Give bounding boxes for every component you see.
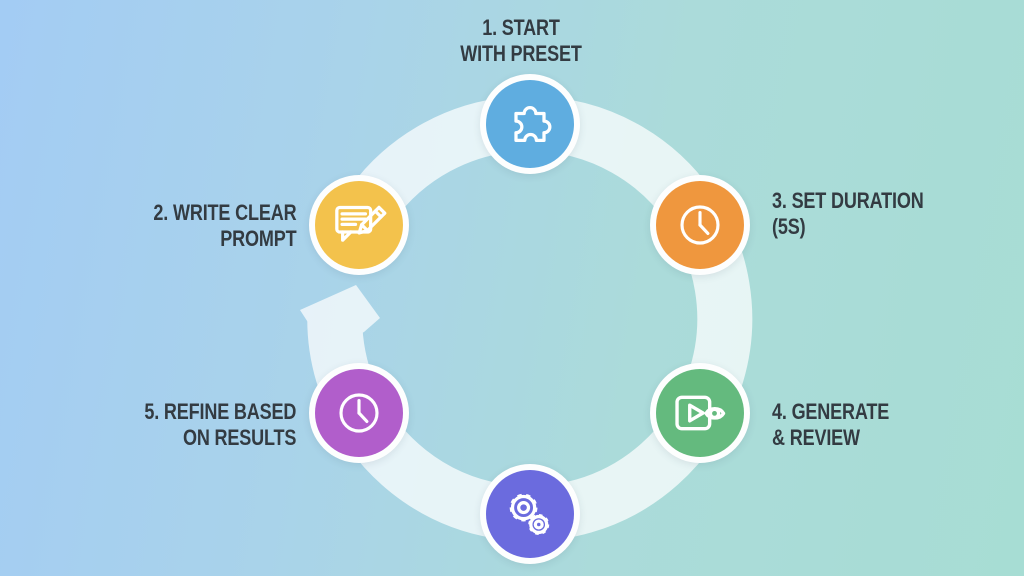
pencil-glyph [357, 205, 387, 235]
puzzle-icon [514, 106, 552, 142]
step5-label: 5. REFINE BASED ON RESULTS [144, 399, 296, 450]
ring-arc [307, 96, 753, 542]
play-eye-icon [675, 395, 726, 431]
gears-icon [509, 493, 550, 535]
step4-label-line1: 4. GENERATE [772, 399, 890, 424]
step2-node [309, 175, 409, 275]
step2-label: 2. WRITE CLEAR PROMPT [153, 200, 296, 251]
step1-disc [486, 80, 574, 168]
step3-node [650, 175, 750, 275]
step6-disc [486, 470, 574, 558]
step5-disc [315, 369, 403, 457]
step2-label-line1: 2. WRITE CLEAR [152, 200, 296, 225]
step3-label-line2: (5s) [772, 213, 806, 239]
step5-node [309, 363, 409, 463]
step1-label: 1. START WITH PRESET [398, 15, 644, 66]
step4-node [650, 363, 750, 463]
step3-label: 3. SET DURATION (5s) [772, 188, 924, 239]
step3-label-line1: 3. SET DURATION [772, 188, 924, 213]
step4-disc [656, 369, 744, 457]
step3-disc [656, 181, 744, 269]
step5-label-line2: ON RESULTS [182, 424, 296, 450]
step2-disc [315, 181, 403, 269]
flow-arrowhead [300, 285, 380, 346]
clock-icon [339, 393, 379, 433]
step1-label-line1: 1. START [482, 15, 560, 40]
step1-node [480, 74, 580, 174]
step4-label: 4. GENERATE & REVIEW [772, 399, 889, 450]
clock-icon [680, 205, 720, 245]
step5-label-line1: 5. REFINE BASED [144, 399, 296, 424]
step4-label-line2: & REVIEW [772, 424, 860, 450]
step6-node [480, 464, 580, 564]
step2-label-line2: PROMPT [219, 225, 296, 251]
chat-pencil-icon [335, 205, 387, 242]
step1-label-line2: WITH PRESET [460, 40, 582, 66]
